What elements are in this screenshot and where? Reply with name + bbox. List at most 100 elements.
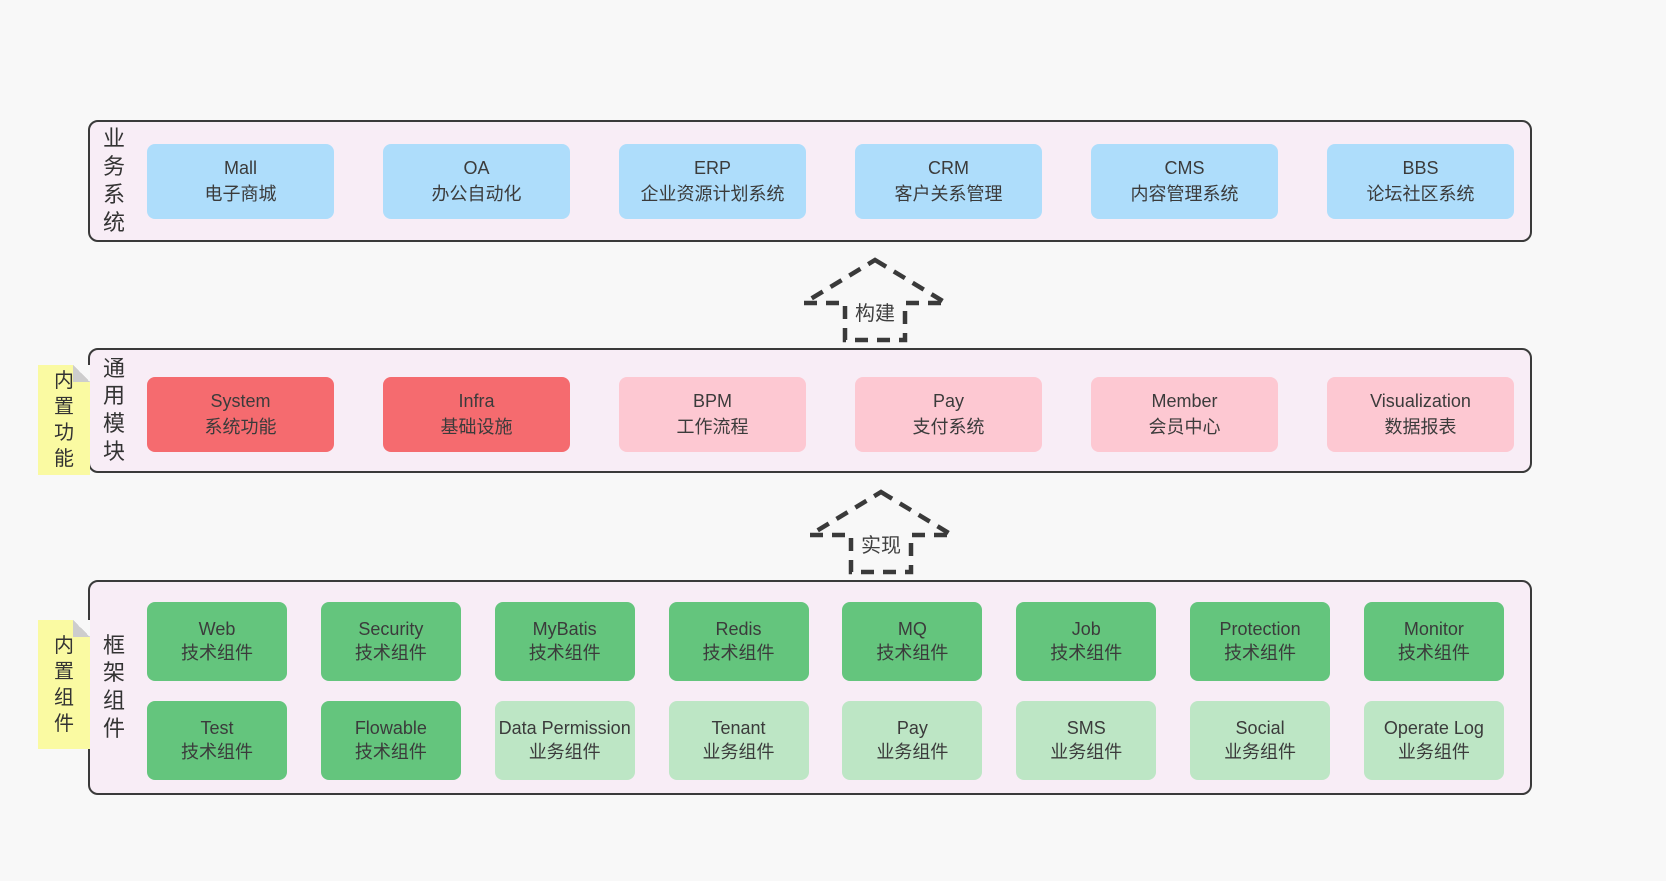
box-title: CRM [928,158,969,179]
build-arrow-label: 构建 [852,297,898,326]
box-web: Web 技术组件 [147,602,287,681]
box-subtitle: 技术组件 [354,642,427,663]
box-subtitle: 办公自动化 [431,183,522,204]
dashed-up-arrow-icon [801,257,949,343]
box-title: OA [463,158,490,179]
panel-label-common-modules: 通用模块 [102,355,125,465]
box-subtitle: 支付系统 [912,416,985,437]
box-subtitle: 会员中心 [1148,416,1221,437]
box-subtitle: 业务组件 [1397,741,1470,762]
box-title: Security [358,618,424,639]
box-subtitle: 技术组件 [528,642,601,663]
implement-arrow-label: 实现 [858,529,904,558]
box-title: System [210,391,271,412]
box-title: SMS [1066,717,1106,738]
box-title: Web [198,618,236,639]
box-subtitle: 技术组件 [181,642,253,663]
box-mall: Mall 电子商城 [147,144,334,219]
box-subtitle: 业务组件 [1050,741,1123,762]
box-security: Security 技术组件 [320,602,461,681]
box-title: Operate Log [1383,717,1484,738]
box-pay: Pay 业务组件 [842,701,983,780]
box-title: Monitor [1403,618,1464,639]
box-member: Member 会员中心 [1091,377,1278,452]
box-title: Test [200,717,234,738]
box-test: Test 技术组件 [147,701,287,780]
sticky-built-in-components: 内置组件 [38,620,90,749]
panel-label-framework-components: 框架组件 [102,632,125,742]
box-job: Job 技术组件 [1016,602,1157,681]
box-bpm: BPM 工作流程 [619,377,806,452]
sticky-built-in-components-label: 内置组件 [54,634,74,735]
sticky-built-in-features-label: 内置功能 [54,370,74,470]
box-title: Member [1151,391,1218,412]
box-monitor: Monitor 技术组件 [1363,602,1504,681]
box-subtitle: 电子商城 [204,183,277,204]
box-sms: SMS 业务组件 [1016,701,1157,780]
box-mybatis: MyBatis 技术组件 [494,602,635,681]
box-title: ERP [693,158,731,179]
box-subtitle: 技术组件 [181,741,253,762]
box-operate-log: Operate Log 业务组件 [1363,701,1504,780]
box-title: Tenant [711,717,766,738]
box-title: CMS [1164,158,1205,179]
box-title: BPM [692,391,732,412]
build-arrow: 构建 [801,256,949,344]
panel-common-modules: 内置功能 通用模块 System 系统功能 Infra 基础设施 BPM 工作流程 Pay 支… [38,348,1532,475]
box-title: Infra [458,391,495,412]
box-title: MyBatis [532,618,597,639]
box-row: System 系统功能 Infra 基础设施 BPM 工作流程 Pay 支付系统 Member 会… [147,377,1514,452]
dashed-up-arrow-icon [807,489,955,575]
box-subtitle: 技术组件 [702,642,775,663]
box-subtitle: 技术组件 [354,741,427,762]
box-title: Pay [932,391,965,412]
box-subtitle: 论坛社区系统 [1366,183,1475,204]
box-pay: Pay 支付系统 [855,377,1042,452]
box-subtitle: 工作流程 [676,416,749,437]
box-title: Redis [715,618,762,639]
sticky-built-in-features: 内置功能 [38,365,90,475]
box-subtitle: 业务组件 [528,741,601,762]
box-title: Job [1071,618,1101,639]
folded-corner-icon [73,620,90,637]
box-subtitle: 技术组件 [1397,642,1470,663]
box-infra: Infra 基础设施 [383,377,570,452]
box-title: Visualization [1370,391,1471,412]
box-title: Mall [223,158,257,179]
box-redis: Redis 技术组件 [668,602,809,681]
common-modules-boxes: System 系统功能 Infra 基础设施 BPM 工作流程 Pay 支付系统 Member 会… [147,377,1514,452]
box-title: Pay [896,717,928,738]
box-bbs: BBS 论坛社区系统 [1327,144,1514,219]
panel-framework-components: 内置组件 框架组件 Web 技术组件 Security 技术组件 MyBatis 技术组件… [38,580,1532,795]
box-subtitle: 内容管理系统 [1130,183,1239,204]
implement-arrow: 实现 [807,488,955,576]
box-system: System 系统功能 [147,377,334,452]
box-subtitle: 基础设施 [440,416,513,437]
box-subtitle: 业务组件 [702,741,775,762]
box-erp: ERP 企业资源计划系统 [619,144,806,219]
box-subtitle: 业务组件 [876,741,949,762]
box-subtitle: 业务组件 [1224,741,1297,762]
box-subtitle: 企业资源计划系统 [640,183,785,204]
box-subtitle: 技术组件 [1224,642,1297,663]
box-subtitle: 数据报表 [1384,416,1457,437]
box-title: BBS [1402,158,1439,179]
box-oa: OA 办公自动化 [383,144,570,219]
box-subtitle: 技术组件 [1050,642,1123,663]
box-visualization: Visualization 数据报表 [1327,377,1514,452]
box-title: Data Permission [498,717,631,738]
box-subtitle: 系统功能 [204,416,277,437]
box-data-permission: Data Permission 业务组件 [494,701,635,780]
box-title: MQ [897,618,927,639]
